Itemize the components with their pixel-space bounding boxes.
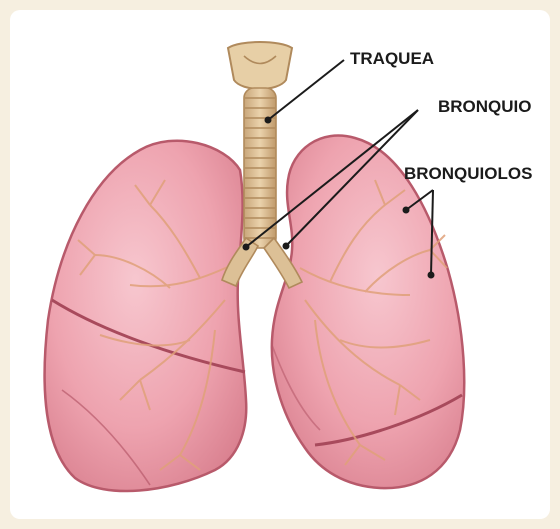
bronchioles-label: BRONQUIOLOS — [404, 164, 532, 183]
bronchus-label: BRONQUIO — [438, 97, 532, 116]
left-lung — [45, 141, 247, 491]
right-lung — [272, 136, 464, 489]
trachea-label: TRAQUEA — [350, 49, 434, 68]
